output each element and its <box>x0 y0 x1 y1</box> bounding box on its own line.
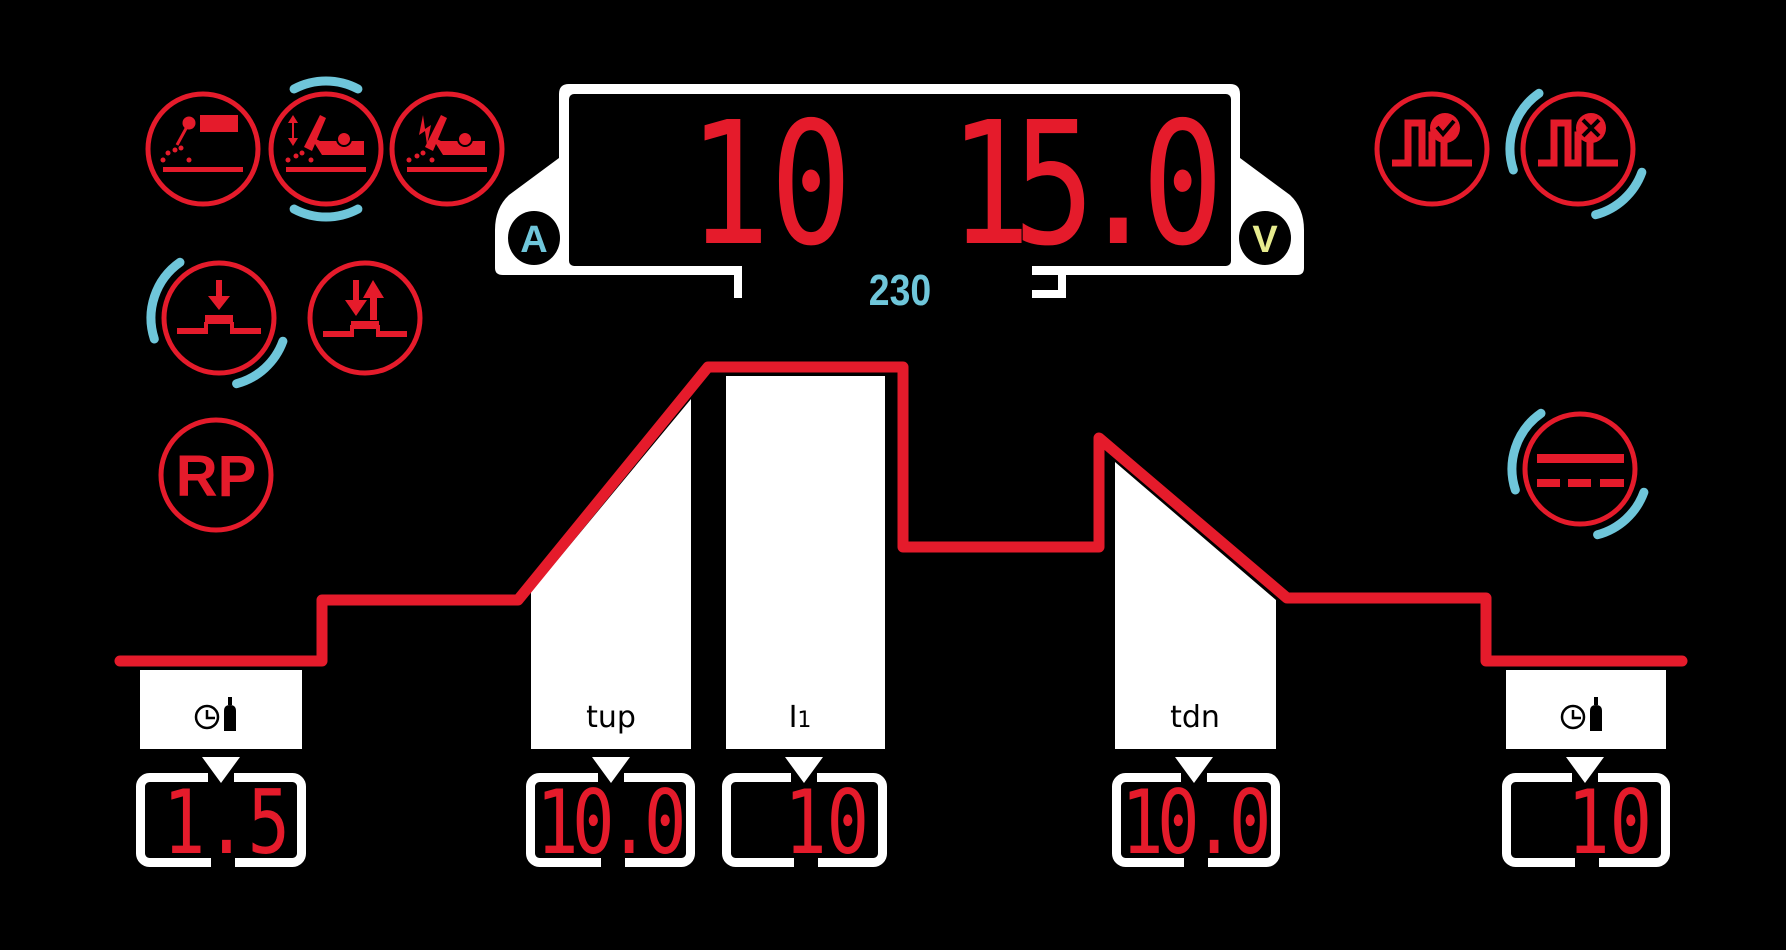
unit-a-badge: A <box>508 211 560 265</box>
i1-panel[interactable] <box>726 376 885 749</box>
selected-indicator-arc <box>1505 88 1544 175</box>
2t-button[interactable] <box>161 260 277 376</box>
2t-trigger-icon <box>177 280 261 334</box>
selected-indicator-arc <box>289 76 363 94</box>
pulse-off-icon <box>1538 113 1618 167</box>
pointer-triangle-icon <box>1566 757 1604 783</box>
selected-indicator-arc <box>1593 487 1649 540</box>
i1-value-box[interactable]: 10 <box>722 757 887 874</box>
tig-lift-arc-icon <box>285 115 366 172</box>
mains-voltage-label: 230 <box>869 265 931 315</box>
rp-label: RP <box>176 444 257 509</box>
post-gas-value-box[interactable]: 10 <box>1502 757 1670 874</box>
i1-label: I1 <box>789 700 812 735</box>
post-gas-clock-gas-icon <box>1560 697 1602 731</box>
post-gas-value: 10 <box>1567 771 1652 874</box>
tdn-value: 10.0 <box>1121 771 1267 874</box>
selected-indicator-arc <box>1591 167 1647 220</box>
pointer-triangle-icon <box>202 757 240 783</box>
pointer-triangle-icon <box>785 757 823 783</box>
tdn-panel[interactable] <box>1115 462 1276 749</box>
tig-hf-start-icon <box>406 115 487 172</box>
4t-trigger-icon <box>323 280 407 337</box>
tig-hf-mode-button[interactable] <box>389 91 505 207</box>
welding-cycle-curve <box>114 361 1688 667</box>
post-gas-panel[interactable] <box>1506 670 1666 749</box>
current-readout: 10 <box>688 86 852 284</box>
pulse-on-button[interactable] <box>1374 91 1490 207</box>
pre-gas-value-box[interactable]: 1.5 <box>136 757 306 874</box>
tup-value-box[interactable]: 10.0 <box>526 757 695 874</box>
parameter-panels: tup I1 tdn <box>140 376 1666 749</box>
tdn-label: tdn <box>1170 700 1220 735</box>
mma-mode-button[interactable] <box>145 91 261 207</box>
dc-current-icon <box>1537 454 1624 487</box>
mma-stick-electrode-icon <box>160 115 243 172</box>
pointer-triangle-icon <box>1175 757 1213 783</box>
pulse-on-icon <box>1392 113 1472 167</box>
selected-indicator-arc <box>289 204 363 222</box>
tdn-value-box[interactable]: 10.0 <box>1112 757 1280 874</box>
display-screen <box>569 94 1231 266</box>
tup-panel[interactable] <box>531 399 691 749</box>
4t-button[interactable] <box>307 260 423 376</box>
unit-v-badge: V <box>1239 211 1291 265</box>
i1-value: 10 <box>784 771 869 874</box>
selected-indicator-arc <box>146 257 185 344</box>
selected-indicator-arc <box>232 336 288 389</box>
pre-gas-panel[interactable] <box>140 670 302 749</box>
dc-button[interactable] <box>1522 411 1638 527</box>
main-display: A V 10 15.0 230 <box>495 84 1304 315</box>
unit-a-label: A <box>520 219 547 261</box>
pointer-triangle-icon <box>592 757 630 783</box>
pre-gas-value: 1.5 <box>163 771 290 874</box>
tup-label: tup <box>586 700 636 735</box>
tig-lift-mode-button[interactable] <box>268 91 384 207</box>
selection-indicators <box>146 76 1649 540</box>
selected-indicator-arc <box>1507 408 1546 495</box>
pulse-off-button[interactable] <box>1520 91 1636 207</box>
parameter-value-boxes: 1.5 10.0 10 10.0 10 <box>136 757 1670 874</box>
unit-v-label: V <box>1252 219 1278 261</box>
rp-button[interactable]: RP <box>158 417 274 533</box>
pre-gas-clock-gas-icon <box>194 697 236 731</box>
tup-value: 10.0 <box>536 771 682 874</box>
voltage-readout: 15.0 <box>949 86 1215 284</box>
